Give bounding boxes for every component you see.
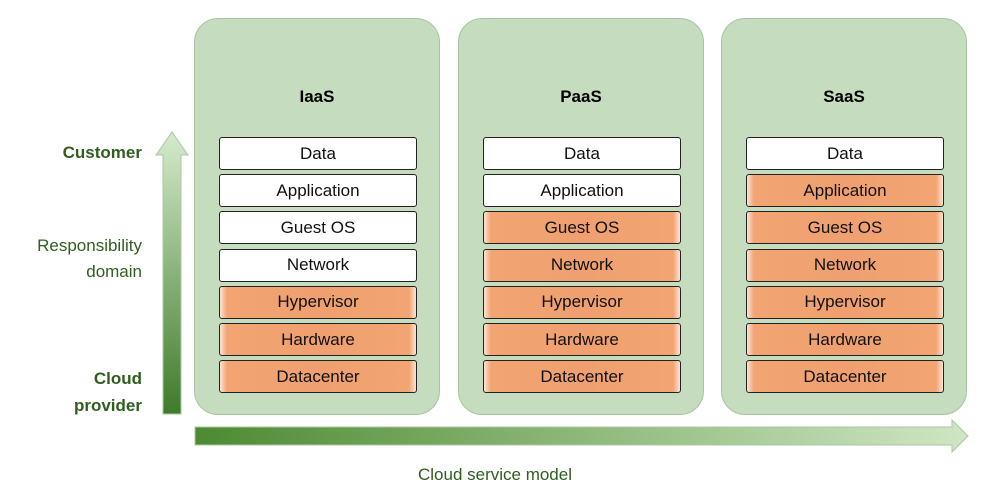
horizontal-service-model-arrow bbox=[194, 418, 969, 454]
vertical-responsibility-arrow bbox=[155, 131, 189, 415]
layer-guest-os: Guest OS bbox=[746, 211, 944, 245]
layer-guest-os: Guest OS bbox=[219, 211, 417, 245]
panel-title: IaaS bbox=[299, 87, 335, 106]
cloud-provider-label-line2: provider bbox=[73, 396, 142, 415]
cloud-service-model-label: Cloud service model bbox=[417, 465, 572, 484]
layer-data: Data bbox=[746, 137, 944, 170]
responsibility-domain-label-line2: domain bbox=[86, 262, 142, 281]
layer-hardware: Hardware bbox=[219, 323, 417, 356]
layer-data: Data bbox=[219, 137, 417, 170]
layer-hypervisor: Hypervisor bbox=[219, 285, 417, 319]
layer-datacenter: Datacenter bbox=[483, 360, 681, 394]
responsibility-domain-label-line1: Responsibility bbox=[37, 236, 142, 255]
layer-datacenter: Datacenter bbox=[219, 360, 417, 394]
layer-hypervisor: Hypervisor bbox=[483, 285, 681, 319]
panel-title: PaaS bbox=[560, 87, 602, 106]
panel-title: SaaS bbox=[823, 87, 865, 106]
layer-guest-os: Guest OS bbox=[483, 211, 681, 245]
layer-hardware: Hardware bbox=[483, 323, 681, 356]
layer-data: Data bbox=[483, 137, 681, 170]
layer-network: Network bbox=[483, 248, 681, 282]
layer-datacenter: Datacenter bbox=[746, 360, 944, 394]
customer-label: Customer bbox=[62, 143, 142, 162]
layer-hypervisor: Hypervisor bbox=[746, 285, 944, 319]
cloud-provider-label-line1: Cloud bbox=[93, 369, 142, 388]
layer-network: Network bbox=[746, 248, 944, 282]
layer-hardware: Hardware bbox=[746, 323, 944, 356]
layer-application: Application bbox=[746, 174, 944, 208]
layer-network: Network bbox=[219, 248, 417, 282]
layer-application: Application bbox=[219, 174, 417, 208]
layer-application: Application bbox=[483, 174, 681, 208]
